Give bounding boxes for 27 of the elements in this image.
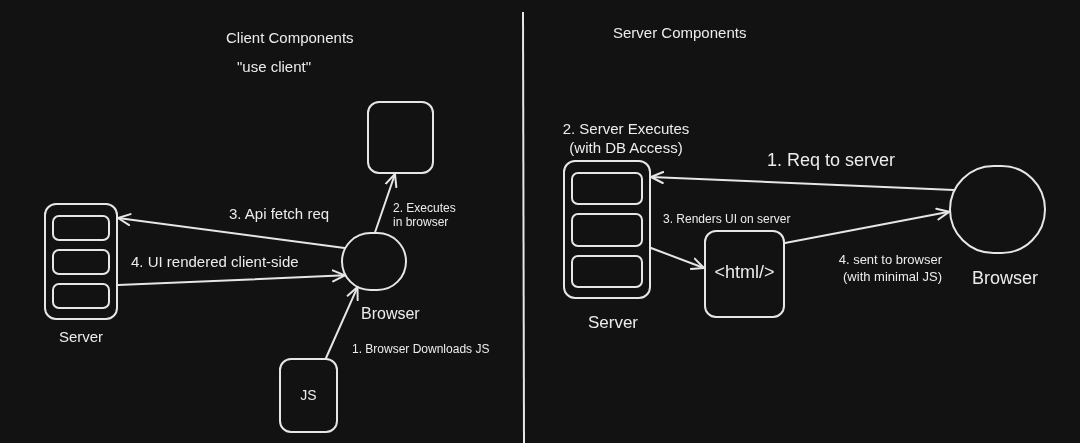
edge-label: 4. UI rendered client-side bbox=[131, 252, 300, 272]
node-label: JS bbox=[300, 386, 317, 405]
arrow bbox=[117, 213, 346, 250]
node-label: Browser bbox=[361, 304, 421, 324]
section-title: Client Components bbox=[226, 28, 354, 48]
arrow bbox=[650, 247, 705, 270]
arrow bbox=[650, 171, 955, 191]
edge-label: 1. Browser Downloads JS bbox=[352, 341, 491, 358]
rounded-box bbox=[367, 101, 434, 174]
node-label: <html/> bbox=[714, 261, 775, 284]
arrow bbox=[325, 286, 359, 359]
node-caption: 2. Server Executes (with DB Access) bbox=[561, 119, 691, 157]
directive-text: "use client" bbox=[237, 57, 312, 77]
edge-label: 3. Api fetch req bbox=[229, 204, 331, 224]
edge-label: 1. Req to server bbox=[767, 149, 897, 172]
rounded-box bbox=[704, 230, 785, 318]
node-label: Server bbox=[57, 327, 105, 347]
rounded-box bbox=[279, 358, 338, 433]
edge-label: 3. Renders UI on server bbox=[663, 211, 792, 228]
arrow bbox=[784, 207, 951, 244]
arrow bbox=[374, 173, 398, 233]
edge-label: 2. Executes in browser bbox=[393, 201, 457, 229]
node-label: Server bbox=[586, 312, 640, 334]
section-title: Server Components bbox=[613, 23, 747, 43]
edge-label: 4. sent to browser (with minimal JS) bbox=[837, 251, 942, 285]
arrow bbox=[117, 269, 346, 286]
node-label: Browser bbox=[972, 267, 1039, 290]
